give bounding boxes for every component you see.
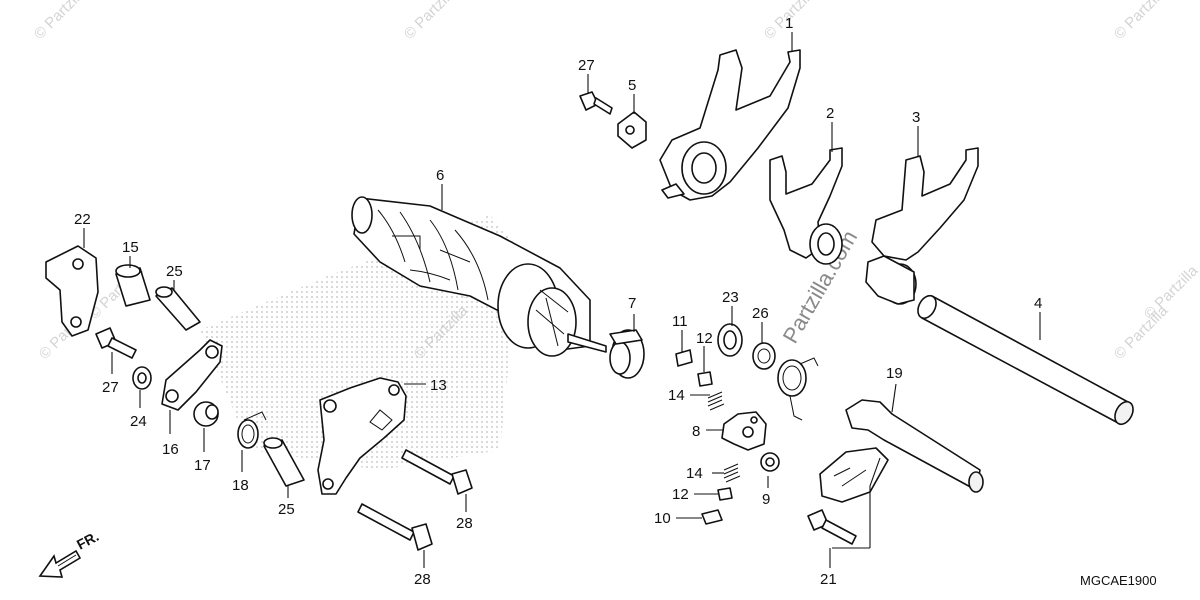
shift-spindle-19 <box>819 399 984 503</box>
pin-25-lower <box>263 437 305 487</box>
callout-14-upper: 14 <box>668 387 685 404</box>
front-direction-indicator: FR. <box>38 528 101 578</box>
callout-2: 2 <box>826 105 834 122</box>
watermark: © Partzilla <box>1111 0 1172 43</box>
plate-13 <box>317 377 407 495</box>
callout-5: 5 <box>628 77 636 94</box>
callout-19: 19 <box>886 365 903 382</box>
callout-21: 21 <box>820 571 837 588</box>
callout-23: 23 <box>722 289 739 306</box>
watermark: © Partzilla <box>31 0 92 43</box>
bolt-28-lower <box>357 503 433 551</box>
spring-14-upper <box>707 391 725 411</box>
callout-7: 7 <box>628 295 636 312</box>
roller-17 <box>193 401 219 427</box>
callout-22: 22 <box>74 211 91 228</box>
callout-27-top: 27 <box>578 57 595 74</box>
pawl-11 <box>675 349 693 367</box>
bolt-27-left <box>95 327 137 359</box>
plate-5 <box>617 111 647 149</box>
callout-28-lower: 28 <box>414 571 431 588</box>
arrow-icon <box>38 549 82 578</box>
direction-label: FR. <box>74 528 101 553</box>
callout-10: 10 <box>654 510 671 527</box>
pawl-10 <box>701 509 723 525</box>
callout-24: 24 <box>130 413 147 430</box>
callout-13: 13 <box>430 377 447 394</box>
spring-14-lower <box>723 463 741 483</box>
shift-drum <box>351 196 607 357</box>
pin-25-top <box>155 286 201 331</box>
callout-17: 17 <box>194 457 211 474</box>
shift-fork-1 <box>659 49 801 201</box>
spring-assembly <box>777 357 819 421</box>
callout-11: 11 <box>672 313 688 330</box>
callout-6: 6 <box>436 167 444 184</box>
diagram-code: MGCAE1900 <box>1080 573 1157 588</box>
callout-18: 18 <box>232 477 249 494</box>
bearing-7 <box>609 329 645 379</box>
watermarks: © Partzilla © Partzilla © Partzilla © Pa… <box>31 0 1200 363</box>
callout-15: 15 <box>122 239 139 256</box>
callout-27-left: 27 <box>102 379 119 396</box>
callout-25-lower: 25 <box>278 501 295 518</box>
callout-4: 4 <box>1034 295 1042 312</box>
callout-16: 16 <box>162 441 179 458</box>
callout-1: 1 <box>785 15 793 32</box>
leader-lines <box>83 32 1041 568</box>
callouts: 1 2 3 4 5 6 7 8 9 10 11 12 12 13 14 14 1… <box>74 15 1042 588</box>
callout-25-upper: 25 <box>166 263 183 280</box>
bolt-27-top <box>579 91 613 115</box>
callout-9: 9 <box>762 491 770 508</box>
ratchet-8 <box>721 411 767 451</box>
washer-24 <box>132 366 152 390</box>
callout-14-lower: 14 <box>686 465 703 482</box>
arm-16 <box>161 339 223 411</box>
pin-12-upper <box>697 371 713 387</box>
callout-26: 26 <box>752 305 769 322</box>
shift-fork-3 <box>865 147 979 305</box>
shift-fork-2 <box>769 147 843 265</box>
callout-8: 8 <box>692 423 700 440</box>
collar-15 <box>115 264 151 307</box>
clip-26 <box>752 342 776 370</box>
collar-9 <box>760 452 780 472</box>
bolt-21 <box>807 509 857 545</box>
pin-12-lower <box>717 487 733 501</box>
watermark: © Partzilla <box>401 0 462 43</box>
bolt-28-upper <box>401 449 473 495</box>
spring-18 <box>237 411 267 449</box>
plate-22 <box>45 245 99 337</box>
callout-12-upper: 12 <box>696 330 713 347</box>
fork-shaft <box>917 294 1134 426</box>
callout-3: 3 <box>912 109 920 126</box>
callout-28-upper: 28 <box>456 515 473 532</box>
washer-23 <box>717 323 743 357</box>
callout-12-lower: 12 <box>672 486 689 503</box>
